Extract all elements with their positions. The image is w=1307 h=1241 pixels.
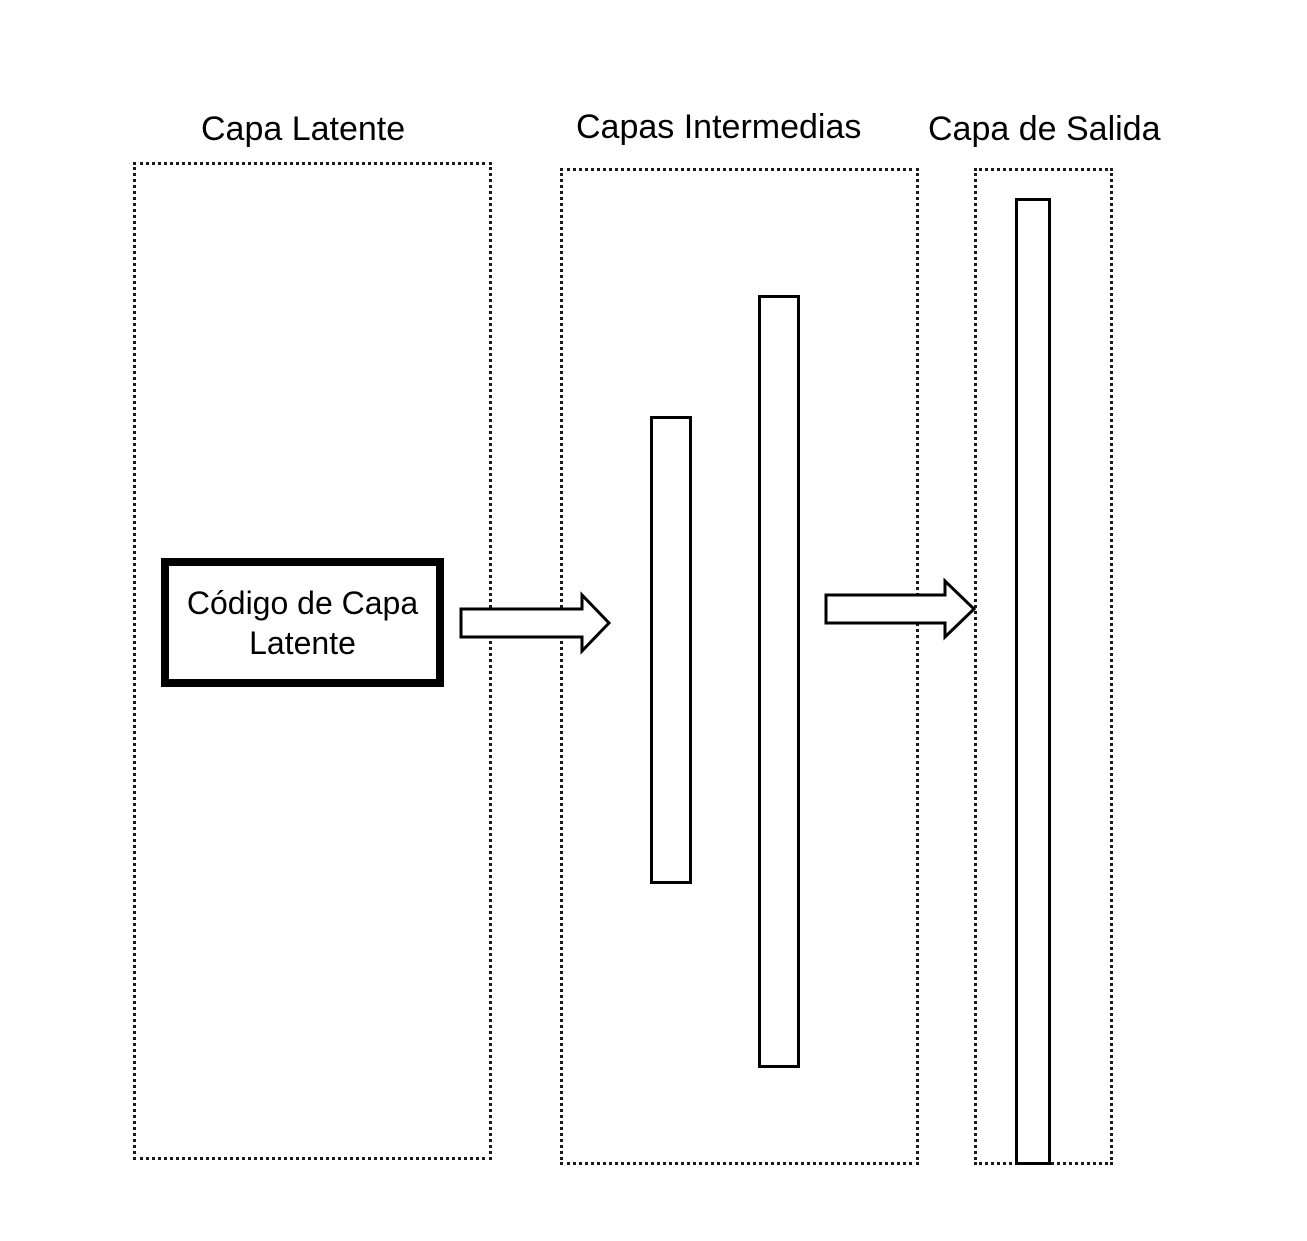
intermediate-layers-title: Capas Intermedias (576, 108, 862, 146)
intermediate-layer-1 (650, 416, 692, 884)
output-layer-title: Capa de Salida (928, 110, 1161, 148)
latent-code-box: Código de Capa Latente (161, 558, 444, 687)
latent-code-label: Código de Capa Latente (186, 584, 419, 661)
intermediate-layer-2 (758, 295, 800, 1068)
arrow-latent-to-intermediate (459, 591, 612, 655)
latent-layer-group (133, 162, 492, 1160)
latent-layer-title: Capa Latente (201, 110, 406, 148)
arrow-intermediate-to-output (824, 577, 977, 641)
output-layer-bar (1015, 198, 1051, 1165)
intermediate-layers-group (560, 168, 919, 1165)
